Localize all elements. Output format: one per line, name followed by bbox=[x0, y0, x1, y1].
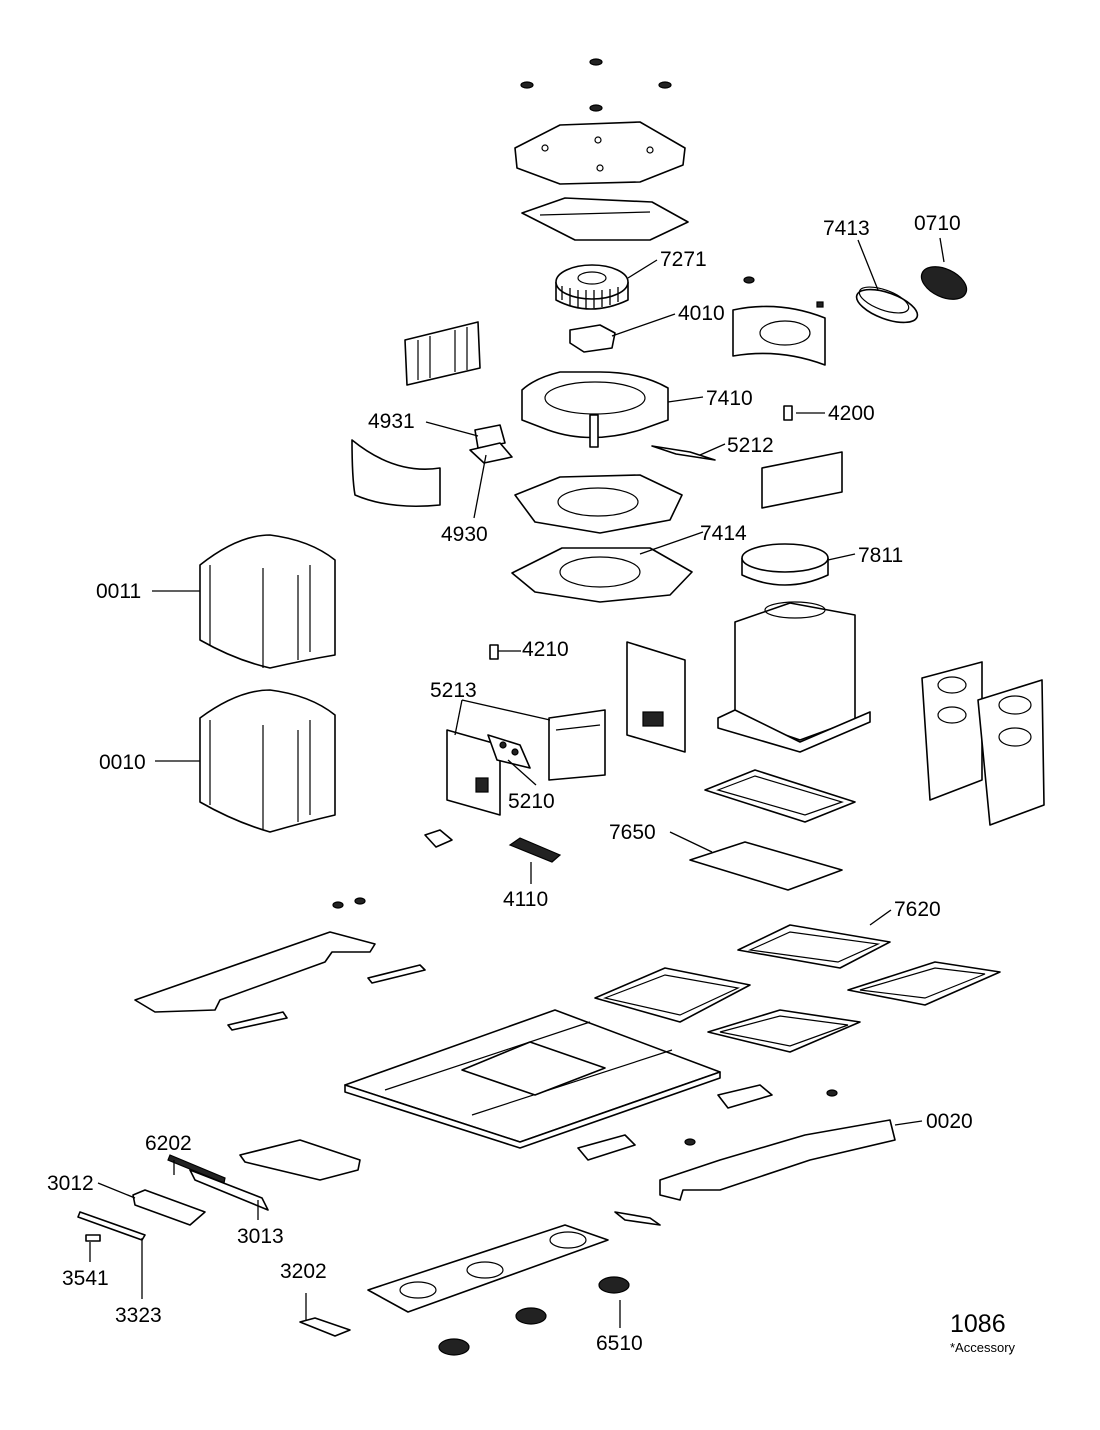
label-5210: 5210 bbox=[508, 790, 555, 813]
label-4930: 4930 bbox=[441, 523, 488, 546]
label-3541: 3541 bbox=[62, 1267, 109, 1290]
label-7414: 7414 bbox=[700, 522, 747, 545]
small-clip bbox=[424, 829, 453, 848]
small-link bbox=[614, 1211, 661, 1226]
label-7271: 7271 bbox=[660, 248, 707, 271]
control-board-housing bbox=[548, 709, 606, 781]
canopy-clip-a bbox=[717, 1084, 773, 1109]
charcoal-filter-c bbox=[847, 961, 1001, 1006]
top-plate bbox=[514, 121, 686, 185]
label-6202: 6202 bbox=[145, 1132, 192, 1155]
model-info: 1086 *Accessory bbox=[950, 1310, 1016, 1355]
small-cover bbox=[85, 1234, 101, 1242]
frame-side-panel bbox=[626, 641, 686, 753]
flange-ring-plate bbox=[514, 474, 683, 534]
label-0011: 0011 bbox=[96, 580, 141, 603]
label-4200: 4200 bbox=[828, 402, 875, 425]
label-7811: 7811 bbox=[858, 544, 903, 567]
filter-frame bbox=[704, 769, 856, 823]
label-0710: 0710 bbox=[914, 212, 961, 235]
motor bbox=[569, 324, 616, 353]
bottom-tray bbox=[367, 1224, 609, 1313]
canopy-clip-b bbox=[577, 1134, 636, 1161]
rail-bracket-a bbox=[367, 964, 426, 984]
left-curved-shield bbox=[351, 439, 441, 507]
fan-guard-c bbox=[598, 1276, 630, 1294]
label-6510: 6510 bbox=[596, 1332, 643, 1355]
label-4931: 4931 bbox=[368, 410, 415, 433]
label-3012: 3012 bbox=[47, 1172, 94, 1195]
mounting-plate bbox=[521, 197, 689, 241]
label-4010: 4010 bbox=[678, 302, 725, 325]
wiring-bracket bbox=[651, 445, 716, 461]
accessory-note: *Accessory bbox=[950, 1340, 1016, 1355]
blower-housing bbox=[521, 371, 669, 448]
lower-chimney-cover bbox=[199, 689, 336, 833]
fan-guard-b bbox=[515, 1307, 547, 1325]
charcoal-filter-a bbox=[737, 924, 891, 969]
label-7620: 7620 bbox=[894, 898, 941, 921]
light-bar bbox=[189, 1169, 269, 1211]
charcoal-filter-b bbox=[594, 967, 751, 1023]
duct-collar bbox=[855, 286, 919, 324]
part-labels: 0710 7413 7271 4010 7410 4200 4931 5212 … bbox=[47, 212, 973, 1355]
label-3323: 3323 bbox=[115, 1304, 162, 1327]
label-5213: 5213 bbox=[430, 679, 477, 702]
mid-bracket bbox=[239, 1139, 361, 1181]
light-socket bbox=[508, 837, 562, 863]
label-3202: 3202 bbox=[280, 1260, 327, 1283]
model-number: 1086 bbox=[950, 1310, 1006, 1338]
chimney-frame bbox=[717, 601, 871, 753]
charcoal-filter-d bbox=[707, 1009, 861, 1053]
label-7650: 7650 bbox=[609, 821, 656, 844]
label-4110: 4110 bbox=[503, 888, 548, 911]
switch-board bbox=[487, 734, 531, 769]
top-fasteners bbox=[520, 58, 672, 112]
control-board bbox=[446, 729, 501, 816]
label-7410: 7410 bbox=[706, 387, 753, 410]
lamp-holder bbox=[132, 1189, 206, 1226]
duct-adapter-plate bbox=[511, 547, 693, 603]
round-duct-ring bbox=[741, 543, 829, 586]
right-outer-panel-b bbox=[977, 679, 1045, 826]
right-outer-panel-a bbox=[921, 661, 983, 801]
front-support-plate bbox=[659, 1089, 896, 1201]
capacitor-bracket bbox=[469, 424, 513, 464]
right-curved-shield bbox=[761, 451, 843, 509]
label-4210: 4210 bbox=[522, 638, 569, 661]
right-side-bracket bbox=[732, 276, 826, 366]
left-side-bracket bbox=[404, 321, 481, 386]
rail-bracket-b bbox=[227, 1011, 288, 1031]
fuse-holder bbox=[489, 644, 499, 660]
upper-chimney-cover bbox=[199, 534, 336, 669]
grease-filter bbox=[689, 841, 843, 891]
label-7413: 7413 bbox=[823, 217, 870, 240]
label-0020: 0020 bbox=[926, 1110, 973, 1133]
label-5212: 5212 bbox=[727, 434, 774, 457]
hood-canopy bbox=[344, 1009, 721, 1149]
thermal-fuse bbox=[783, 405, 793, 421]
blower-wheel bbox=[555, 264, 629, 310]
label-0010: 0010 bbox=[99, 751, 146, 774]
label-3013: 3013 bbox=[237, 1225, 284, 1248]
leader-lines bbox=[89, 237, 945, 1328]
rear-support-plate bbox=[134, 897, 376, 1013]
backdraft-damper bbox=[920, 266, 968, 300]
knob-bracket bbox=[299, 1317, 351, 1337]
fan-guard-a bbox=[438, 1338, 470, 1356]
